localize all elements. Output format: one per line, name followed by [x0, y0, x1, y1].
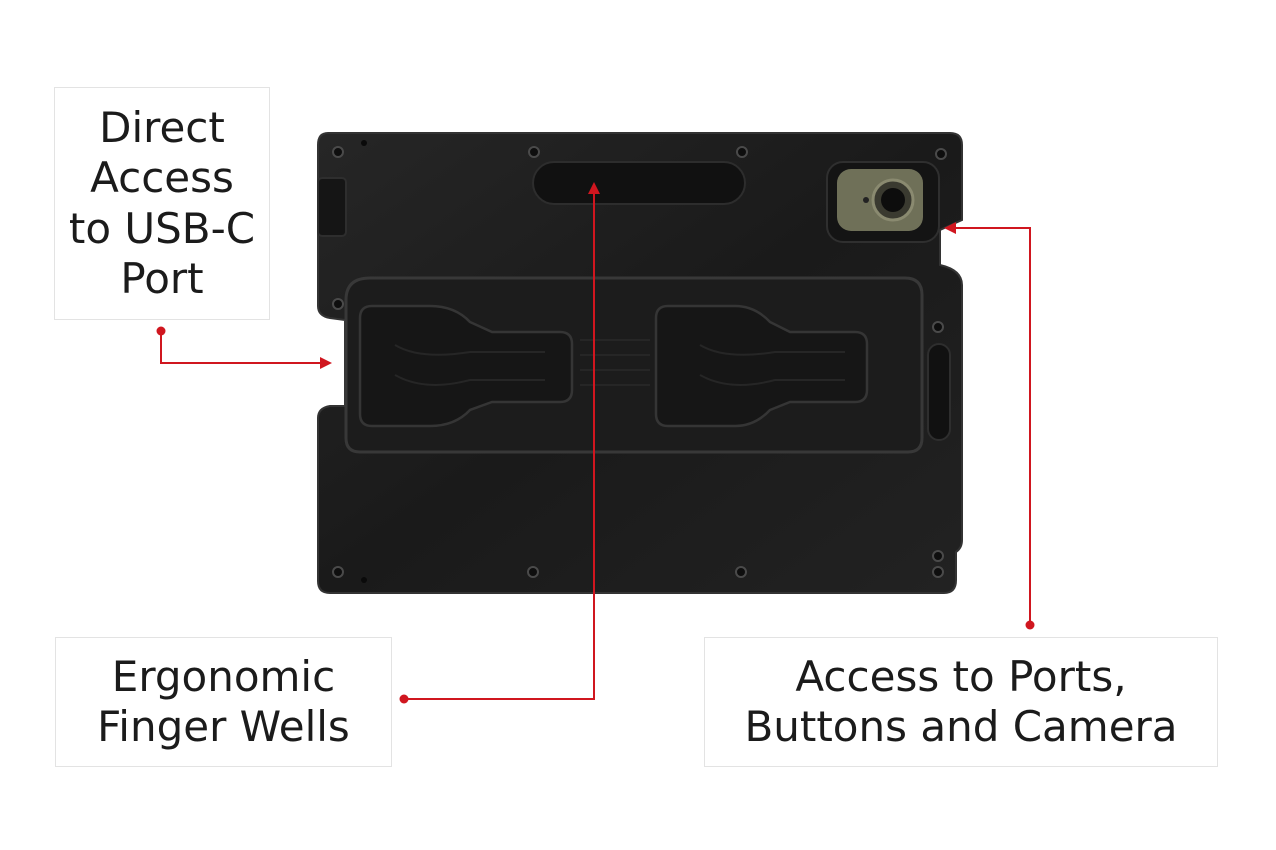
- usb-c-port-notch: [317, 177, 347, 237]
- leader-usb-c: [160, 333, 322, 364]
- callout-ports-line: Buttons and Camera: [744, 702, 1178, 751]
- callout-usb-c-line: Access: [90, 153, 234, 203]
- callout-ports-line: Access to Ports,: [795, 651, 1127, 701]
- top-slot: [532, 161, 746, 205]
- finger-well-left: [358, 304, 574, 428]
- callout-finger-wells-line: Finger Wells: [97, 702, 350, 751]
- grip-recess: [344, 276, 924, 454]
- callout-finger-wells: Ergonomic Finger Wells: [55, 637, 392, 767]
- callout-finger-wells-line: Ergonomic: [111, 651, 336, 701]
- finger-well-right: [654, 304, 869, 428]
- leader-lines: [160, 192, 1031, 700]
- leader-finger-wells: [404, 192, 595, 700]
- leader-ports: [952, 227, 1031, 625]
- grip-grooves: [394, 339, 845, 386]
- side-button-slot: [927, 343, 951, 441]
- callout-ports: Access to Ports, Buttons and Camera: [704, 637, 1218, 767]
- callout-usb-c-line: Port: [120, 253, 204, 303]
- callout-usb-c-line: to USB-C: [68, 203, 256, 253]
- callout-usb-c: Direct Access to USB-C Port: [54, 87, 270, 320]
- callout-usb-c-line: Direct: [99, 102, 225, 152]
- screws: [332, 146, 947, 578]
